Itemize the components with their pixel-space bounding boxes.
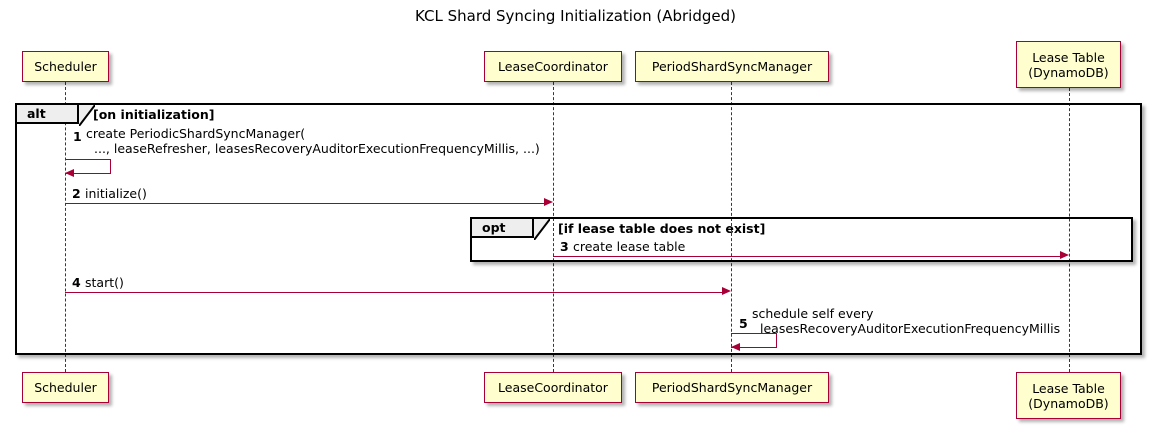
frame-alt-tab: alt xyxy=(17,105,79,124)
participant-periodshardsyncmanager-bottom-label: PeriodShardSyncManager xyxy=(651,380,813,395)
message-1-text-line1: create PeriodicShardSyncManager( xyxy=(86,126,306,141)
message-4-text: start() xyxy=(85,275,124,290)
message-4-label: 4 xyxy=(72,275,81,290)
message-1-number: 1 xyxy=(73,129,82,144)
message-3-text: create lease table xyxy=(573,239,686,254)
frame-opt-condition: [if lease table does not exist] xyxy=(558,221,766,236)
message-2-arrow-line xyxy=(65,203,544,204)
message-3-label: 3 xyxy=(560,239,569,254)
participant-leasetable-bottom-label-line2: (DynamoDB) xyxy=(1028,395,1109,411)
message-1-label: 1 xyxy=(73,129,82,144)
message-1-text-line2: ..., leaseRefresher, leasesRecoveryAudit… xyxy=(94,141,540,156)
message-5-number: 5 xyxy=(739,316,748,331)
participant-leasetable-bottom-label-line1: Lease Table xyxy=(1032,380,1105,396)
participant-scheduler-bottom-label: Scheduler xyxy=(34,380,97,395)
lifeline-scheduler xyxy=(65,82,66,372)
lifeline-leasecoordinator xyxy=(553,82,554,372)
message-5-text-line2: leasesRecoveryAuditorExecutionFrequencyM… xyxy=(760,321,1061,336)
message-2-text: initialize() xyxy=(85,186,147,201)
frame-opt xyxy=(470,217,1133,262)
message-5-arrow-head-icon xyxy=(731,343,740,351)
frame-opt-tab: opt xyxy=(472,219,534,238)
participant-scheduler-top[interactable]: Scheduler xyxy=(22,51,109,82)
message-5-label: 5 xyxy=(739,316,748,331)
participant-scheduler-top-label: Scheduler xyxy=(34,59,97,74)
message-3-arrow-line xyxy=(553,256,1060,257)
lifeline-leasetable xyxy=(1069,88,1070,372)
message-1-arrow-head-icon xyxy=(65,169,74,177)
message-2-arrow-head-icon xyxy=(544,198,553,206)
participant-periodshardsyncmanager-bottom[interactable]: PeriodShardSyncManager xyxy=(635,372,829,403)
message-5-text-line1: schedule self every xyxy=(752,306,874,321)
frame-alt-tab-corner-icon xyxy=(79,105,95,126)
participant-scheduler-bottom[interactable]: Scheduler xyxy=(22,372,109,403)
frame-alt-tab-label: alt xyxy=(27,106,46,121)
message-3-number: 3 xyxy=(560,239,569,254)
participant-leasetable-top-label-line2: (DynamoDB) xyxy=(1028,64,1109,80)
participant-leasecoordinator-bottom-label: LeaseCoordinator xyxy=(498,380,608,395)
participant-periodshardsyncmanager-top[interactable]: PeriodShardSyncManager xyxy=(635,51,829,82)
message-2-label: 2 xyxy=(72,186,81,201)
lifeline-periodshardsyncmanager xyxy=(731,82,732,372)
participant-leasecoordinator-bottom[interactable]: LeaseCoordinator xyxy=(484,372,622,403)
message-1-self-loop-arrow xyxy=(65,159,111,174)
message-5-self-loop-arrow xyxy=(731,333,777,348)
page-title: KCL Shard Syncing Initialization (Abridg… xyxy=(415,7,736,25)
participant-leasecoordinator-top-label: LeaseCoordinator xyxy=(498,59,608,74)
frame-alt xyxy=(15,103,1142,355)
participant-periodshardsyncmanager-top-label: PeriodShardSyncManager xyxy=(651,59,813,74)
participant-leasecoordinator-top[interactable]: LeaseCoordinator xyxy=(484,51,622,82)
message-4-arrow-head-icon xyxy=(722,287,731,295)
message-2-number: 2 xyxy=(72,186,81,201)
message-4-arrow-line xyxy=(65,292,722,293)
message-4-number: 4 xyxy=(72,275,81,290)
participant-leasetable-bottom[interactable]: Lease Table (DynamoDB) xyxy=(1016,372,1121,419)
message-3-arrow-head-icon xyxy=(1060,251,1069,259)
participant-leasetable-top-label-line1: Lease Table xyxy=(1032,49,1105,65)
frame-opt-tab-label: opt xyxy=(482,220,506,235)
participant-leasetable-top[interactable]: Lease Table (DynamoDB) xyxy=(1016,41,1121,88)
frame-opt-tab-corner-icon xyxy=(534,219,550,240)
frame-alt-condition: [on initialization] xyxy=(93,107,215,122)
